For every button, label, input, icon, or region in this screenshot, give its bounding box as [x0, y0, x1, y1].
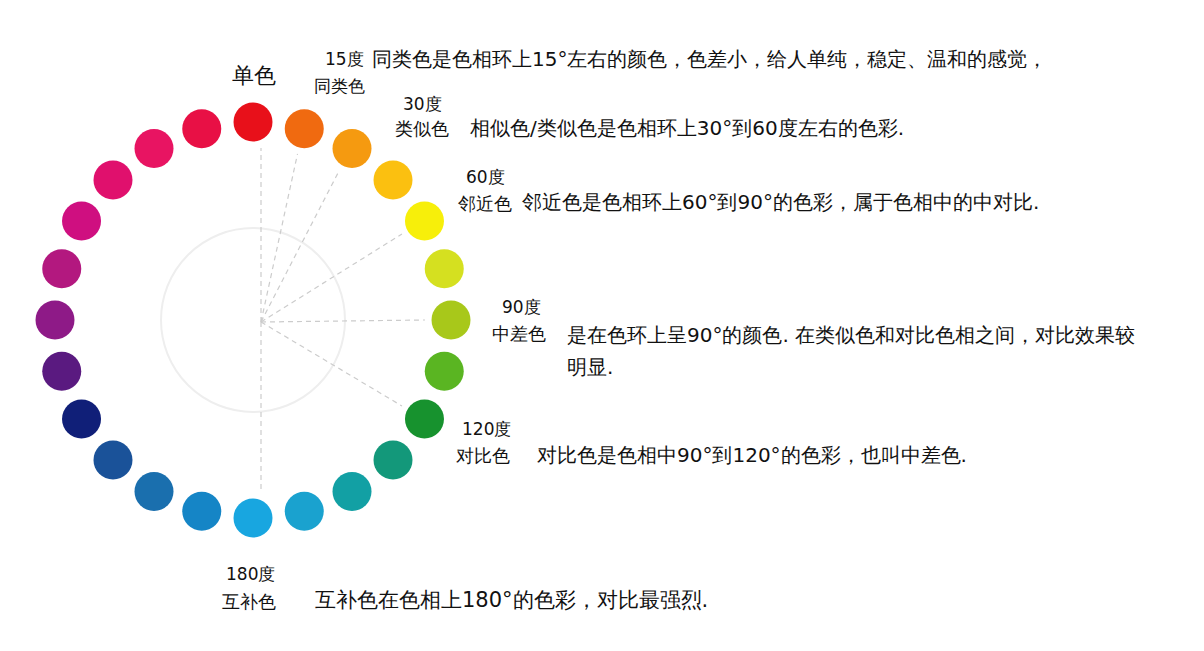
guide-line: [261, 234, 402, 322]
annotation-label: 180度: [226, 563, 275, 585]
description-text: 互补色在色相上180°的色彩，对比最强烈.: [315, 587, 708, 614]
annotation-label: 对比色: [456, 444, 510, 467]
annotation-label: 60度: [466, 166, 505, 188]
annotation-label: 30度: [403, 93, 442, 115]
description-text: 是在色环上呈90°的颜色. 在类似色和对比色相之间，对比效果较明显.: [567, 319, 1142, 383]
annotation-label: 同类色: [314, 75, 365, 97]
description-text: 邻近色是色相环上60°到90°的色彩，属于色相中的中对比.: [522, 189, 1039, 215]
color-dot: [333, 129, 372, 168]
annotation-label: 中差色: [492, 322, 546, 345]
annotation-label: 90度: [502, 296, 541, 318]
color-dot: [36, 301, 75, 340]
color-dot: [374, 441, 413, 480]
color-dot: [42, 249, 81, 288]
guide-line: [260, 322, 261, 492]
annotation-label: 类似色: [395, 117, 449, 140]
color-dot: [425, 352, 464, 391]
color-dot: [405, 202, 444, 241]
description-text: 同类色是色相环上15°左右的颜色，色差小，给人单纯，稳定、温和的感觉，: [372, 46, 1047, 72]
annotation-label: 单色: [232, 62, 276, 91]
color-dot: [425, 249, 464, 288]
color-dot: [182, 109, 221, 148]
color-dot: [135, 129, 174, 168]
color-dot: [93, 441, 132, 480]
inner-ring: [161, 228, 345, 412]
color-dot: [42, 352, 81, 391]
color-dot: [62, 400, 101, 439]
color-dot: [135, 472, 174, 511]
description-text: 对比色是色相中90°到120°的色彩，也叫中差色.: [537, 442, 967, 468]
guide-line: [261, 322, 402, 406]
color-dot: [285, 492, 324, 531]
guide-line: [261, 320, 425, 322]
guide-line: [260, 148, 261, 322]
color-dot: [182, 492, 221, 531]
annotation-label: 15度: [325, 48, 364, 70]
color-dot: [62, 202, 101, 241]
color-dot: [93, 160, 132, 199]
annotation-label: 120度: [462, 418, 511, 440]
color-dot: [234, 499, 273, 538]
color-dot: [432, 301, 471, 340]
guide-line: [261, 154, 298, 322]
color-dot: [285, 109, 324, 148]
color-dot: [333, 472, 372, 511]
annotation-label: 邻近色: [458, 192, 512, 215]
color-dot: [374, 160, 413, 199]
color-dot: [405, 400, 444, 439]
color-dot: [234, 103, 273, 142]
annotation-label: 互补色: [222, 590, 276, 613]
description-text: 相似色/类似色是色相环上30°到60度左右的色彩.: [470, 115, 904, 141]
guide-line: [261, 171, 339, 322]
